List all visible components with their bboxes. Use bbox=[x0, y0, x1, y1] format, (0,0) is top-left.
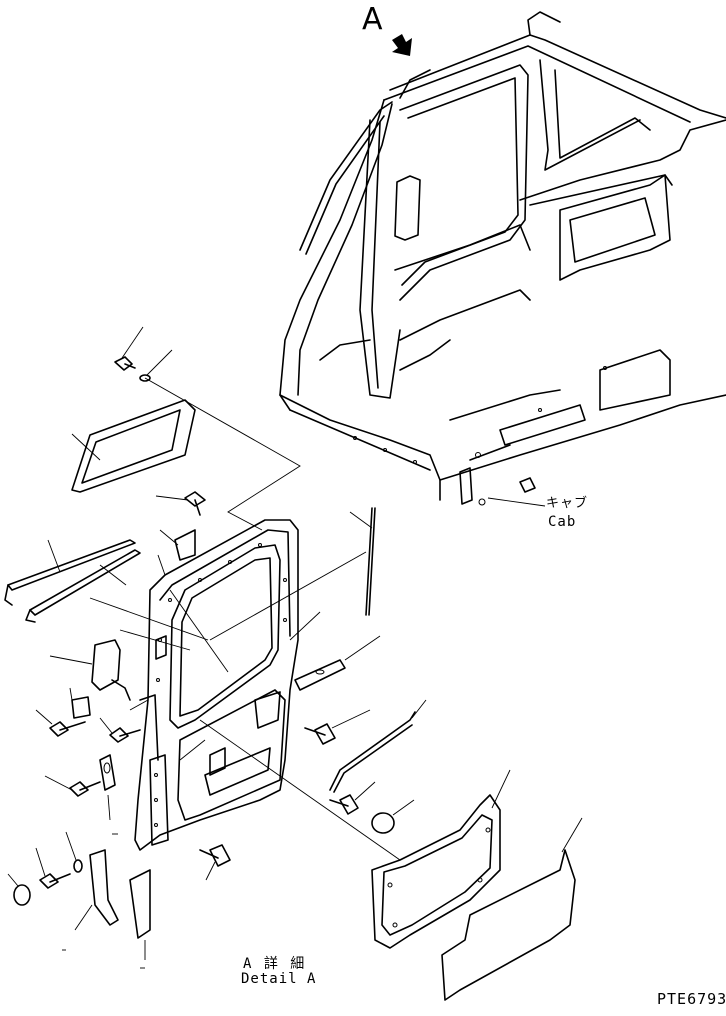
detail-label-english: Detail A bbox=[241, 971, 317, 987]
door-parts bbox=[4, 326, 231, 969]
cab-label-japanese: キャブ bbox=[546, 496, 589, 511]
view-marker-letter: A bbox=[362, 2, 383, 37]
cab-assembly bbox=[279, 11, 726, 507]
cab-label-english: Cab bbox=[548, 514, 577, 530]
drawing-number: PTE6793 bbox=[657, 990, 726, 1008]
view-direction-arrow-icon bbox=[392, 34, 412, 56]
door-assembly bbox=[134, 519, 299, 851]
detail-label-japanese: A 詳 細 bbox=[243, 956, 307, 972]
door-parts-right bbox=[89, 377, 583, 1001]
